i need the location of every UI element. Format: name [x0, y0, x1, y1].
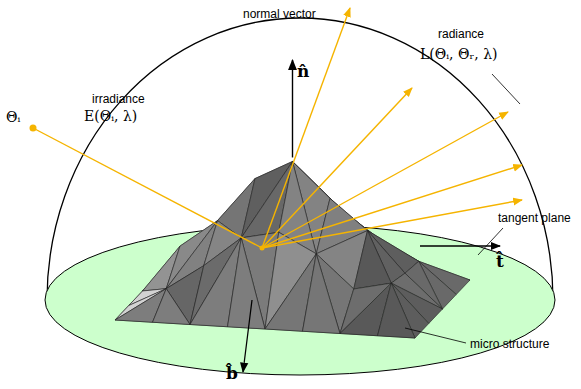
- bitangent-arrow: [243, 300, 252, 372]
- part-name: micro structure: [470, 338, 549, 351]
- mesh-facet: [228, 238, 266, 329]
- vector-symbol: t̂: [496, 252, 504, 271]
- normal-vector-arrow: [292, 60, 293, 157]
- mesh-facet: [378, 283, 416, 338]
- tangent-plane: [45, 225, 555, 375]
- micro-structure-mesh: [115, 161, 470, 338]
- quantity-name: irradiance: [92, 93, 145, 106]
- part-name: tangent plane: [498, 212, 571, 225]
- overlay: [30, 8, 523, 372]
- mesh-facet: [153, 289, 191, 325]
- mesh-facet: [303, 254, 341, 334]
- direction-symbol: Θᵢ: [6, 110, 20, 125]
- leader-line: [492, 74, 520, 104]
- reflected-ray: [262, 112, 508, 248]
- leader-line: [478, 228, 503, 255]
- formula: L(Θᵢ, Θᵣ, λ): [420, 47, 498, 62]
- vector-symbol: b̂: [226, 364, 238, 383]
- formula: E(Θᵢ, λ): [84, 109, 137, 124]
- reflected-ray: [262, 8, 350, 248]
- reflected-ray: [262, 165, 522, 248]
- tangent-vector: [420, 245, 500, 246]
- vector-symbol: n̂: [297, 62, 309, 81]
- light-source-dot: [30, 125, 37, 132]
- axis-name: normal vector: [243, 8, 316, 21]
- incident-ray: [33, 128, 262, 248]
- mesh-facet: [354, 231, 392, 289]
- quantity-name: radiance: [438, 28, 484, 41]
- leader-line: [405, 328, 466, 343]
- reflected-ray: [262, 200, 522, 248]
